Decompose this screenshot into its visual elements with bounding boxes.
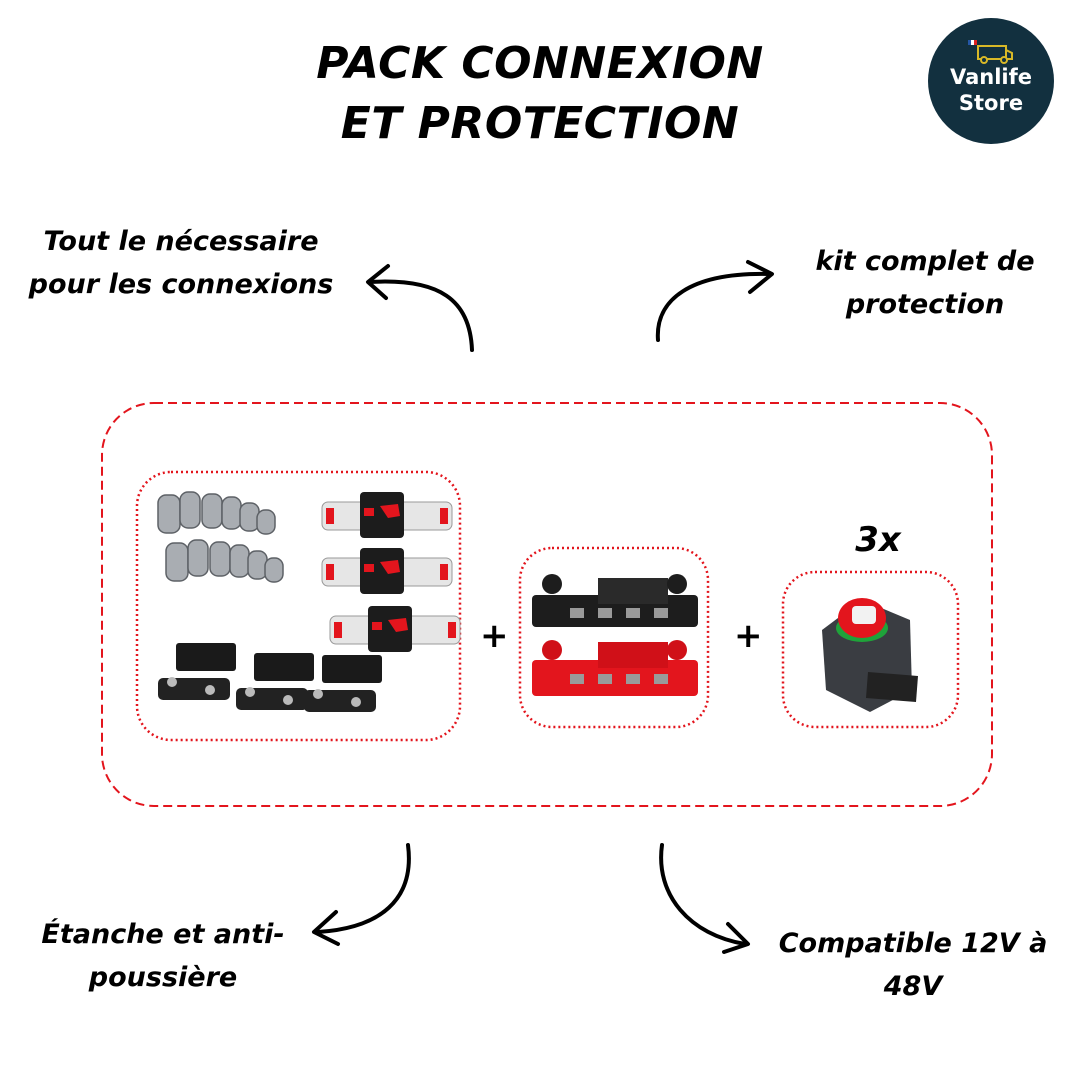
callout-top-left: Tout le nécessaire pour les connexions [0,220,362,306]
logo-text-line-2: Store [958,91,1024,115]
cable-lugs-image [157,491,284,583]
page-title: PACK CONNEXION ET PROTECTION [240,34,840,154]
title-line-2: ET PROTECTION [340,98,740,149]
callout-line: Étanche et anti- [41,919,285,950]
quantity-label: 3x [855,520,901,560]
camper-van-icon [968,40,1013,64]
pack-frame [101,402,993,807]
callout-line: kit complet de [815,246,1035,277]
callout-bottom-left: Étanche et anti- poussière [20,913,306,999]
logo-text-line-1: Vanlife [949,65,1032,89]
arrow-bottom-left-icon [312,843,411,946]
plus-sign: + [734,616,763,656]
battery-switch-image [822,598,918,712]
callout-line: pour les connexions [28,269,334,300]
callout-line: Compatible 12V à [778,928,1048,959]
title-line-1: PACK CONNEXION [316,38,764,89]
callout-line: Tout le nécessaire [43,226,319,257]
callout-line: protection [845,289,1005,320]
bus-bars-image [532,574,698,696]
callout-line: poussière [88,962,238,993]
group3-frame [781,570,960,729]
arrow-top-right-icon [655,260,774,342]
fuse-holders-image [158,643,382,712]
arrow-top-left-icon [366,264,474,352]
circuit-breakers-image [321,492,461,653]
plus-sign: + [480,616,509,656]
callout-line: 48V [883,971,943,1002]
arrow-bottom-right-icon [659,843,750,954]
callout-bottom-right: Compatible 12V à 48V [770,922,1056,1008]
brand-logo: Vanlife Store [928,18,1054,144]
callout-top-right: kit complet de protection [790,240,1060,326]
group2-frame [518,546,710,729]
